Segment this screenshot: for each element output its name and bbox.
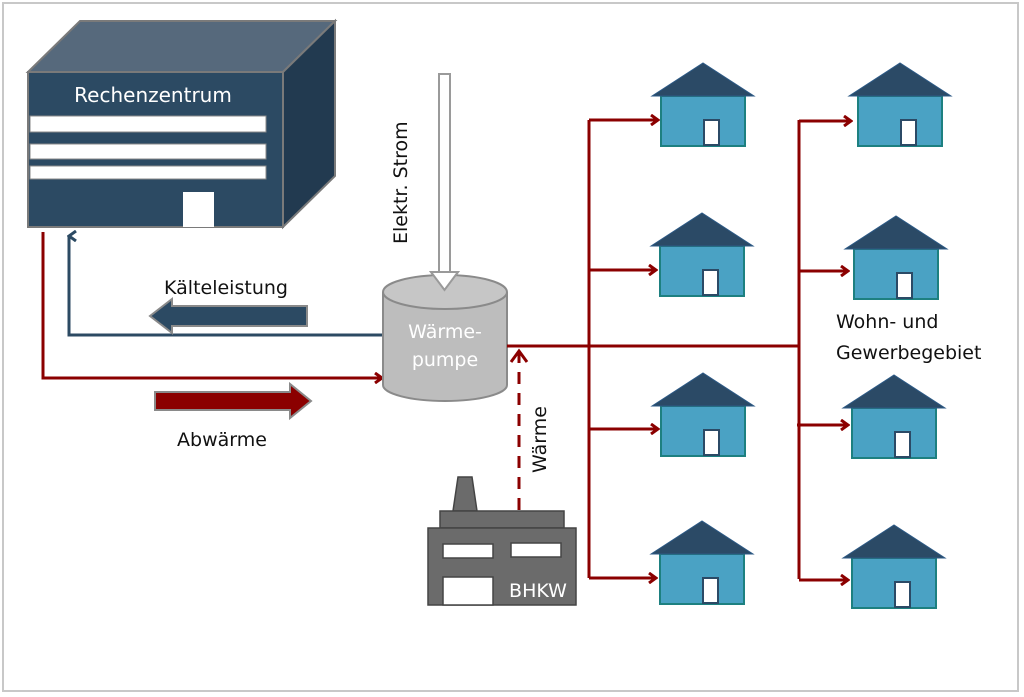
datacenter-top-face: [25, 20, 338, 73]
server-rack-2: [29, 143, 267, 160]
waste-heat-label: Abwärme: [177, 429, 267, 451]
chp-roof: [439, 510, 565, 529]
house-roof: [841, 524, 947, 559]
district-label-line1: Wohn- und: [836, 311, 938, 333]
heat-pump-label-line2: pumpe: [412, 349, 478, 371]
power-arrow-icon: [429, 73, 460, 292]
cooling-line: [69, 236, 385, 337]
house-icon: [843, 215, 949, 300]
house-door: [702, 577, 719, 604]
house-door: [894, 581, 911, 608]
server-rack-1: [29, 115, 267, 133]
heat-pump-node: Wärme- pumpe: [382, 271, 508, 402]
house-icon: [649, 212, 755, 297]
heat-pump-body: [382, 292, 508, 402]
chp-door: [442, 576, 494, 606]
server-rack-3: [29, 165, 267, 180]
datacenter-node: Rechenzentrum: [25, 18, 338, 230]
district-heating-network: [507, 120, 851, 580]
chp-window-1: [442, 543, 494, 559]
waste-heat-arrow-icon: [154, 381, 313, 421]
waste-heat-flow: Abwärme: [41, 232, 382, 451]
house-icon: [841, 524, 947, 609]
house-roof: [841, 374, 947, 409]
house-door: [703, 119, 720, 146]
chp-heat-label: Wärme: [529, 406, 551, 473]
house-door: [896, 272, 913, 299]
house-icon: [650, 372, 756, 457]
waste-heat-line: [41, 232, 382, 378]
chp-chimney: [452, 476, 478, 512]
power-flow: Elektr. Strom: [390, 73, 460, 292]
house-icon: [649, 520, 755, 605]
cooling-arrow-icon: [148, 296, 308, 336]
chp-window-2: [510, 542, 562, 558]
house-door: [702, 269, 719, 296]
house-icon: [847, 62, 953, 147]
chp-heat-flow: Wärme: [509, 348, 551, 510]
house-roof: [843, 215, 949, 250]
house-roof: [650, 62, 756, 97]
chp-node: BHKW: [427, 476, 577, 606]
district-houses: [649, 62, 953, 609]
datacenter-door: [183, 192, 214, 227]
house-roof: [650, 372, 756, 407]
house-icon: [841, 374, 947, 459]
house-roof: [649, 212, 755, 247]
cooling-flow: Kälteleistung: [69, 236, 385, 337]
house-icon: [650, 62, 756, 147]
house-roof: [847, 62, 953, 97]
chp-heat-arrowhead-icon: [509, 348, 529, 363]
power-label: Elektr. Strom: [390, 121, 412, 244]
datacenter-label: Rechenzentrum: [74, 83, 232, 107]
house-door: [900, 119, 917, 146]
chp-label: BHKW: [509, 580, 567, 602]
heat-pump-label-line1: Wärme-: [408, 321, 482, 343]
district-label-line2: Gewerbegebiet: [836, 342, 981, 364]
power-arrow-tip: [429, 271, 460, 292]
house-roof: [649, 520, 755, 555]
house-door: [703, 429, 720, 456]
cooling-label: Kälteleistung: [164, 277, 288, 299]
house-door: [894, 431, 911, 458]
